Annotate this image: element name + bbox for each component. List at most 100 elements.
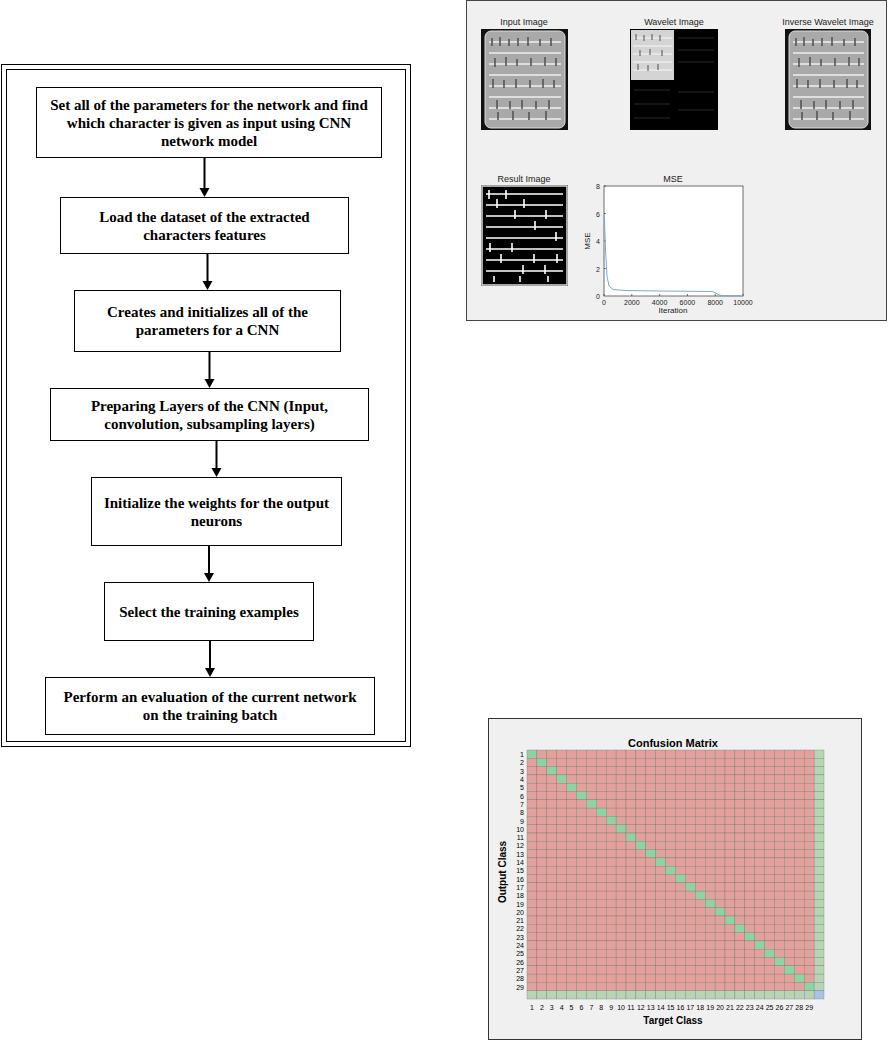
matrix-cell bbox=[596, 982, 606, 990]
matrix-cell bbox=[567, 875, 577, 883]
matrix-cell bbox=[636, 850, 646, 858]
matrix-cell bbox=[586, 758, 596, 766]
matrix-cell bbox=[804, 825, 814, 833]
matrix-cell bbox=[537, 966, 547, 974]
matrix-cell bbox=[656, 767, 666, 775]
matrix-cell bbox=[804, 800, 814, 808]
matrix-cell bbox=[527, 816, 537, 824]
matrix-cell bbox=[666, 783, 676, 791]
matrix-cell bbox=[765, 958, 775, 966]
matrix-cell bbox=[586, 866, 596, 874]
arrow-line bbox=[209, 352, 211, 380]
class-number: 12 bbox=[516, 842, 524, 849]
matrix-cell bbox=[745, 949, 755, 957]
matrix-cell bbox=[755, 908, 765, 916]
summary-cell bbox=[814, 833, 824, 841]
matrix-cell bbox=[685, 974, 695, 982]
matrix-cell bbox=[804, 941, 814, 949]
matrix-cell bbox=[695, 916, 705, 924]
matrix-cell bbox=[646, 941, 656, 949]
matrix-cell bbox=[537, 949, 547, 957]
matrix-cell bbox=[775, 933, 785, 941]
matrix-cell bbox=[676, 825, 686, 833]
matrix-cell bbox=[567, 758, 577, 766]
class-number: 20 bbox=[716, 1004, 724, 1011]
matrix-cell bbox=[794, 792, 804, 800]
matrix-cell bbox=[666, 933, 676, 941]
total-cell bbox=[814, 991, 824, 999]
matrix-cell bbox=[577, 949, 587, 957]
matrix-cell bbox=[557, 949, 567, 957]
matrix-cell bbox=[666, 775, 676, 783]
matrix-cell bbox=[596, 792, 606, 800]
matrix-cell bbox=[745, 841, 755, 849]
matrix-cell bbox=[765, 808, 775, 816]
matrix-cell bbox=[705, 792, 715, 800]
tick-label: 6000 bbox=[680, 299, 696, 306]
matrix-cell bbox=[666, 916, 676, 924]
summary-cell bbox=[616, 991, 626, 999]
matrix-cell bbox=[794, 808, 804, 816]
matrix-cell bbox=[745, 767, 755, 775]
matrix-cell bbox=[646, 767, 656, 775]
summary-cell bbox=[814, 958, 824, 966]
matrix-cell bbox=[745, 866, 755, 874]
matrix-cell bbox=[735, 941, 745, 949]
matrix-cell bbox=[695, 883, 705, 891]
matrix-cell bbox=[596, 958, 606, 966]
matrix-cell bbox=[715, 958, 725, 966]
matrix-cell bbox=[626, 792, 636, 800]
matrix-cell bbox=[596, 767, 606, 775]
matrix-cell bbox=[695, 924, 705, 932]
matrix-cell bbox=[547, 841, 557, 849]
matrix-cell bbox=[804, 966, 814, 974]
matrix-cell bbox=[666, 908, 676, 916]
matrix-cell bbox=[676, 899, 686, 907]
matrix-cell bbox=[537, 825, 547, 833]
image-background bbox=[785, 29, 871, 130]
matrix-cell bbox=[695, 908, 705, 916]
matrix-cell bbox=[794, 767, 804, 775]
matrix-cell bbox=[685, 816, 695, 824]
matrix-cell bbox=[784, 767, 794, 775]
matrix-cell bbox=[557, 808, 567, 816]
matrix-cell bbox=[685, 808, 695, 816]
matrix-cell bbox=[557, 783, 567, 791]
matrix-cell bbox=[557, 816, 567, 824]
matrix-cell bbox=[537, 816, 547, 824]
summary-cell bbox=[606, 991, 616, 999]
matrix-cell bbox=[567, 825, 577, 833]
matrix-cell bbox=[765, 833, 775, 841]
matrix-cell bbox=[775, 875, 785, 883]
matrix-cell bbox=[666, 883, 676, 891]
matrix-cell bbox=[775, 858, 785, 866]
matrix-cell bbox=[735, 858, 745, 866]
mse-curve bbox=[604, 214, 743, 296]
diagonal-cell bbox=[705, 899, 715, 907]
matrix-cell bbox=[715, 767, 725, 775]
matrix-cell bbox=[745, 974, 755, 982]
matrix-cell bbox=[784, 908, 794, 916]
matrix-cell bbox=[725, 858, 735, 866]
matrix-cell bbox=[794, 941, 804, 949]
matrix-cell bbox=[596, 758, 606, 766]
matrix-cell bbox=[666, 808, 676, 816]
matrix-cell bbox=[577, 767, 587, 775]
summary-cell bbox=[814, 825, 824, 833]
matrix-cell bbox=[745, 916, 755, 924]
matrix-cell bbox=[794, 875, 804, 883]
matrix-cell bbox=[626, 949, 636, 957]
matrix-cell bbox=[616, 899, 626, 907]
matrix-cell bbox=[567, 767, 577, 775]
matrix-cell bbox=[666, 750, 676, 758]
matrix-cell bbox=[765, 816, 775, 824]
result-border bbox=[482, 186, 567, 285]
matrix-cell bbox=[616, 850, 626, 858]
matrix-cell bbox=[646, 891, 656, 899]
class-number: 16 bbox=[677, 1004, 685, 1011]
matrix-cell bbox=[606, 792, 616, 800]
summary-cell bbox=[775, 991, 785, 999]
summary-cell bbox=[586, 991, 596, 999]
arrow-head bbox=[205, 379, 215, 388]
matrix-cell bbox=[557, 750, 567, 758]
